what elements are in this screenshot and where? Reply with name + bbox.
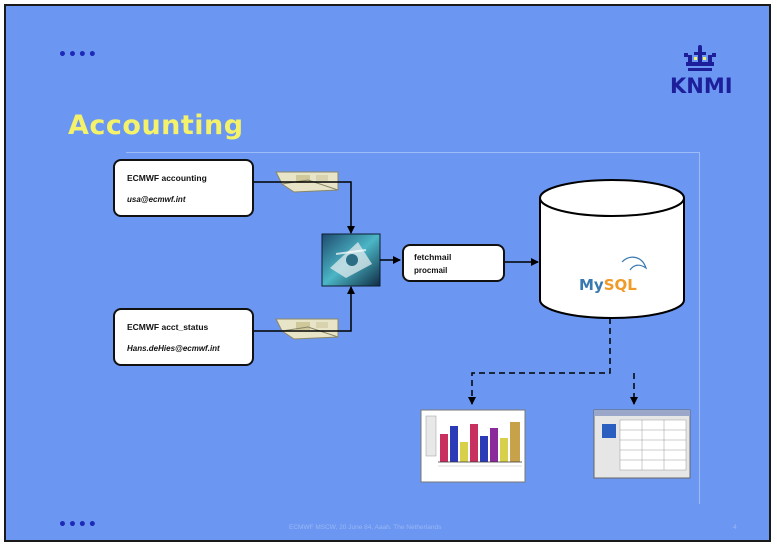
mysql-label-highlight: SQL: [603, 276, 637, 294]
chart-thumbnail: [420, 409, 526, 483]
box-accounting-title: ECMWF accounting: [127, 173, 207, 183]
mail-photo: [321, 233, 381, 287]
crown-icon: [684, 45, 716, 71]
procmail-label: procmail: [414, 266, 448, 275]
box-accounting-email: usa@ecmwf.int: [127, 195, 186, 204]
box-status-email: Hans.deHies@ecmwf.int: [127, 344, 220, 353]
logo-text: KNMI: [670, 74, 733, 98]
diagram-canvas: [254, 171, 691, 483]
decorative-dots-bottom: ••••: [58, 517, 98, 533]
panel-border-right: [699, 152, 700, 504]
box-status-title: ECMWF acct_status: [127, 322, 209, 332]
mysql-label-main: My: [579, 276, 604, 294]
panel-border-top: [126, 152, 700, 153]
slide-title: Accounting: [68, 110, 244, 141]
slide: •••• KNMI Accounting: [4, 4, 771, 542]
envelope-icon-2: [275, 318, 339, 340]
knmi-logo: KNMI: [670, 44, 733, 100]
footer-text: ECMWF MSCW, 20 June 84, Aaah. The Nether…: [289, 524, 442, 531]
fetchmail-label: fetchmail: [414, 252, 452, 262]
ecmwf-acct-status-box: ECMWF acct_status Hans.deHies@ecmwf.int: [113, 308, 254, 366]
mysql-database-icon: [539, 179, 685, 319]
fetchmail-procmail-box: fetchmail procmail: [402, 244, 505, 282]
mysql-logo-text: MySQL: [579, 276, 637, 294]
decorative-dots-top: ••••: [58, 47, 98, 63]
page-number: 4: [733, 524, 737, 531]
ecmwf-accounting-box: ECMWF accounting usa@ecmwf.int: [113, 159, 254, 217]
table-thumbnail: [593, 409, 691, 479]
